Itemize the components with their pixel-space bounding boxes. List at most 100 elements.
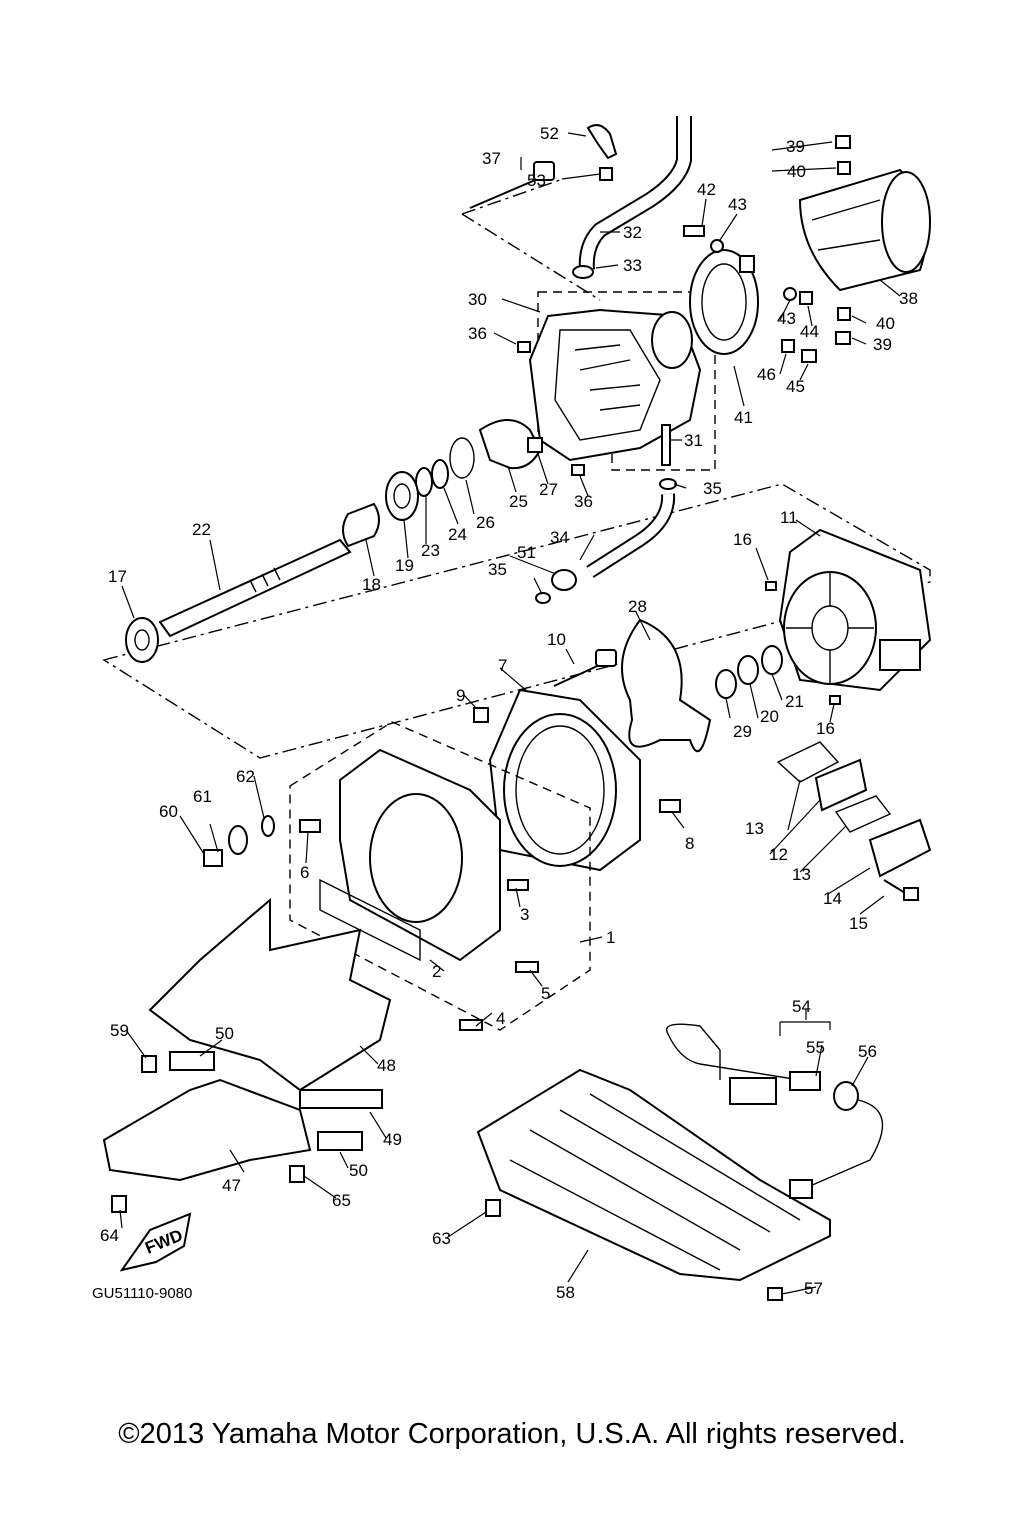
- callout-35b: 35: [488, 560, 507, 579]
- screw-53: [599, 167, 613, 181]
- screw-57: [767, 1287, 783, 1301]
- impeller-housing-11: [778, 528, 932, 692]
- stud-5: [515, 961, 539, 973]
- callout-27: 27: [539, 480, 558, 499]
- callout-16a: 16: [733, 530, 752, 549]
- callout-43a: 43: [728, 195, 747, 214]
- bolt-65: [289, 1165, 305, 1183]
- callout-36a: 36: [468, 324, 487, 343]
- callout-4: 4: [496, 1009, 505, 1028]
- callout-47: 47: [222, 1176, 241, 1195]
- speed-sensor-cable-54: [666, 1023, 884, 1199]
- intake-plate-2: [319, 748, 501, 962]
- pin-31: [661, 424, 671, 466]
- callout-48: 48: [377, 1056, 396, 1075]
- pin-16-upper: [765, 581, 777, 591]
- callout-49: 49: [383, 1130, 402, 1149]
- callout-24: 24: [448, 525, 467, 544]
- reference-code: GU51110-9080: [92, 1285, 192, 1302]
- callout-23: 23: [421, 541, 440, 560]
- clamp-33: [572, 265, 594, 279]
- callout-20: 20: [760, 707, 779, 726]
- washer-62: [261, 815, 275, 837]
- pump-housing-30: [528, 308, 702, 462]
- callout-52: 52: [540, 124, 559, 143]
- nut-44: [799, 291, 813, 305]
- callout-7: 7: [498, 656, 507, 675]
- pin-36-upper: [517, 341, 531, 353]
- o-ring-26: [449, 437, 475, 479]
- callout-13a: 13: [745, 819, 764, 838]
- callout-57: 57: [804, 1279, 823, 1298]
- upper-assembly: [102, 116, 931, 759]
- stud-6: [299, 819, 321, 833]
- callout-56: 56: [858, 1042, 877, 1061]
- callout-10: 10: [547, 630, 566, 649]
- callout-36b: 36: [574, 492, 593, 511]
- bolt-39-bottom: [835, 331, 851, 345]
- callout-34: 34: [550, 528, 569, 547]
- collar-9: [473, 707, 489, 723]
- bolt-8: [659, 799, 681, 813]
- callout-50a: 50: [215, 1024, 234, 1043]
- callout-21: 21: [785, 692, 804, 711]
- spacer-29: [715, 669, 737, 699]
- callout-46: 46: [757, 365, 776, 384]
- callout-13b: 13: [792, 865, 811, 884]
- drive-shaft-22: [158, 538, 352, 638]
- callout-1: 1: [606, 928, 615, 947]
- clamp-52: [586, 124, 618, 160]
- plate-12: [814, 758, 868, 812]
- seal-24: [431, 459, 449, 489]
- callout-8: 8: [685, 834, 694, 853]
- callout-35a: 35: [703, 479, 722, 498]
- pad-50-lower: [317, 1131, 363, 1151]
- seal-20: [737, 655, 759, 685]
- pad-50-upper: [169, 1051, 215, 1071]
- callout-38: 38: [899, 289, 918, 308]
- nozzle-38: [798, 168, 931, 292]
- washer-43-bottom: [783, 287, 797, 301]
- bolt-64: [111, 1195, 127, 1213]
- stud-4: [459, 1019, 483, 1031]
- pin-36-lower: [571, 464, 585, 476]
- callout-39b: 39: [873, 335, 892, 354]
- callout-16b: 16: [816, 719, 835, 738]
- callout-54: 54: [792, 997, 811, 1016]
- callout-51: 51: [517, 543, 536, 562]
- callout-43b: 43: [777, 309, 796, 328]
- callout-59: 59: [110, 1021, 129, 1040]
- callout-3: 3: [520, 905, 529, 924]
- duct-7: [488, 688, 641, 872]
- callout-6: 6: [300, 863, 309, 882]
- callout-40b: 40: [876, 314, 895, 333]
- callout-61: 61: [193, 787, 212, 806]
- callout-14: 14: [823, 889, 842, 908]
- grommet-56: [833, 1081, 859, 1111]
- bolt-27: [527, 437, 543, 453]
- clamp-35-lower: [535, 592, 551, 604]
- pin-16-lower: [829, 695, 841, 705]
- cover-14: [868, 818, 932, 878]
- plate-49: [299, 1089, 383, 1109]
- copyright-notice: ©2013 Yamaha Motor Corporation, U.S.A. A…: [118, 1418, 906, 1450]
- nut-60: [203, 849, 223, 867]
- gasket-13-upper: [776, 741, 840, 783]
- callout-29: 29: [733, 722, 752, 741]
- bolt-10: [553, 649, 617, 687]
- collar-40-bottom: [837, 307, 851, 321]
- callout-53: 53: [527, 171, 546, 190]
- callout-33: 33: [623, 256, 642, 275]
- callout-42: 42: [697, 180, 716, 199]
- lower-assembly: FWD: [102, 897, 884, 1301]
- callout-17: 17: [108, 567, 127, 586]
- collar-46: [781, 339, 795, 353]
- callout-45: 45: [786, 377, 805, 396]
- bolt-15: [883, 879, 919, 901]
- callout-65: 65: [332, 1191, 351, 1210]
- callout-5: 5: [541, 984, 550, 1003]
- bolt-42: [683, 225, 705, 237]
- gasket-13-lower: [834, 795, 892, 833]
- nozzle-ring-41: [689, 249, 759, 355]
